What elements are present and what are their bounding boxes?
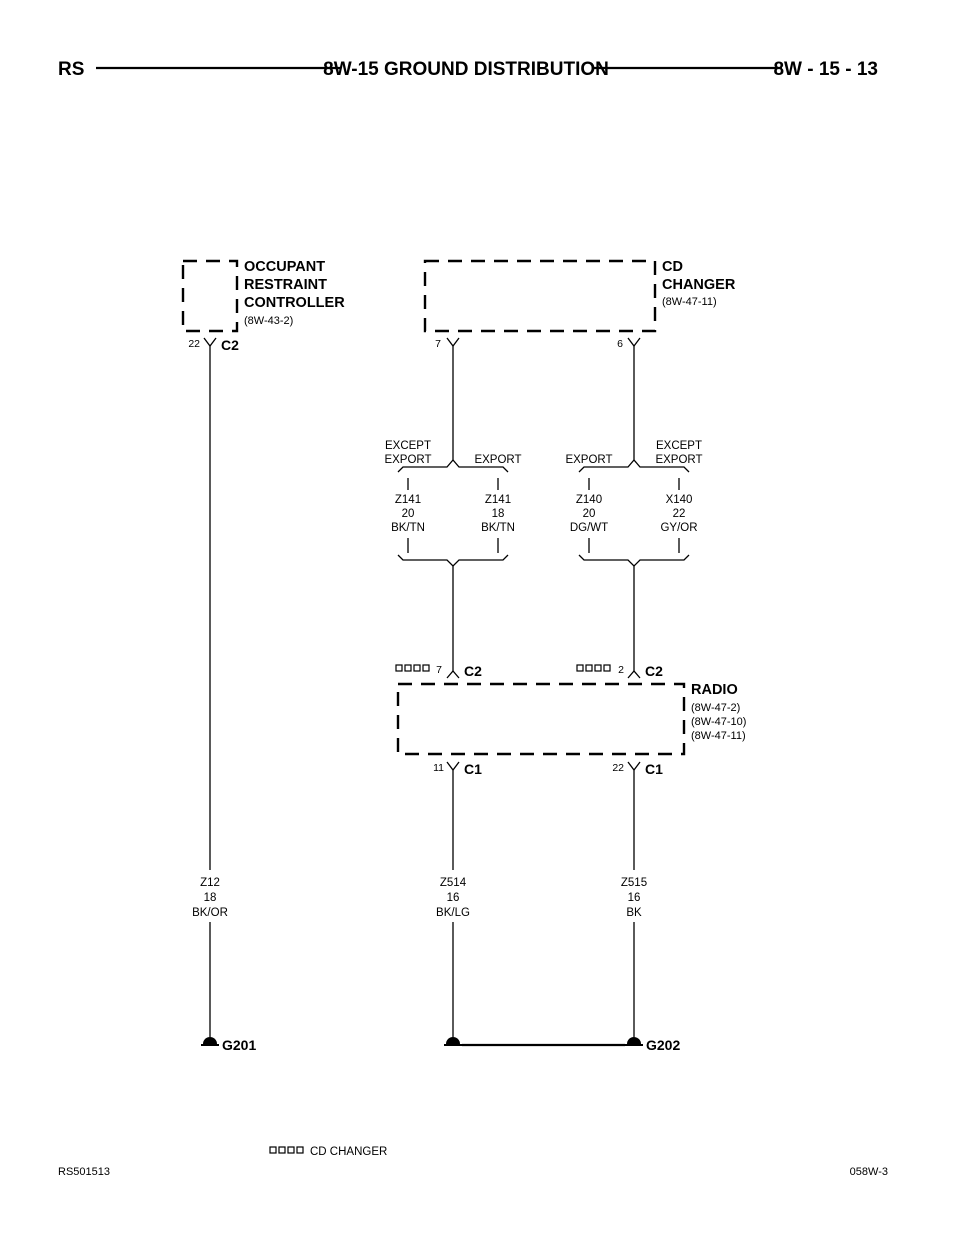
g202-ground-icon — [627, 1037, 641, 1044]
header-title: 8W-15 GROUND DISTRIBUTION — [323, 59, 609, 80]
wire-z514-gauge: 16 — [447, 892, 460, 904]
cd-changer-option-boxes-right — [576, 664, 611, 672]
wire-z12-color: BK/OR — [192, 907, 228, 919]
wire-z515-gauge: 16 — [628, 892, 641, 904]
radio-c1-left-label: C1 — [464, 761, 482, 777]
cd-changer-name-line1: CD — [662, 259, 683, 275]
right-except-label-line1: EXCEPT — [656, 440, 702, 452]
radio-c2-right-label: C2 — [645, 663, 663, 679]
radio-component-box — [396, 682, 686, 756]
radio-ref-3: (8W-47-11) — [691, 730, 746, 742]
wire-z141-20-color: BK/TN — [391, 522, 425, 534]
orc-name-line1: OCCUPANT — [244, 259, 325, 275]
left-except-label-line1: EXCEPT — [385, 440, 431, 452]
left-option-splice-top — [397, 459, 509, 473]
cd-changer-component-box — [423, 259, 657, 333]
orc-c2-label: C2 — [221, 337, 239, 353]
cd-pin-6: 6 — [617, 338, 623, 350]
right-except-label-line2: EXPORT — [655, 454, 702, 466]
left-export-label: EXPORT — [474, 454, 521, 466]
cd-changer-ref: (8W-47-11) — [662, 296, 717, 308]
cd-changer-name-line2: CHANGER — [662, 277, 736, 293]
cd-pin-7-connector-symbol — [446, 337, 460, 348]
radio-c1-left-connector-symbol — [446, 761, 460, 772]
wire-z12-circuit: Z12 — [200, 877, 220, 889]
radio-c2-right-pin: 2 — [618, 664, 624, 676]
wire-x140-gauge: 22 — [673, 508, 686, 520]
orc-name-line2: RESTRAINT — [244, 277, 327, 293]
legend-text: CD CHANGER — [310, 1146, 387, 1158]
radio-ref-1: (8W-47-2) — [691, 702, 740, 714]
legend-option-boxes — [269, 1146, 304, 1154]
orc-c2-connector-symbol — [203, 337, 217, 348]
right-export-label: EXPORT — [565, 454, 612, 466]
radio-c1-right-connector-symbol — [627, 761, 641, 772]
wire-z515-color: BK — [626, 907, 642, 919]
wire-z140-gauge: 20 — [583, 508, 596, 520]
radio-c2-left-pin: 7 — [436, 664, 442, 676]
header-left-code: RS — [58, 59, 84, 80]
g202-label: G202 — [646, 1037, 680, 1053]
radio-c1-right-pin: 22 — [612, 762, 624, 774]
cd-pin-7: 7 — [435, 338, 441, 350]
header-page-number: 8W - 15 - 13 — [773, 59, 878, 80]
radio-c1-right-label: C1 — [645, 761, 663, 777]
wire-x140-color: GY/OR — [660, 522, 697, 534]
cd-pin-6-connector-symbol — [627, 337, 641, 348]
orc-ref: (8W-43-2) — [244, 315, 293, 327]
wire-x140-circuit: X140 — [666, 494, 693, 506]
wire-z514-circuit: Z514 — [440, 877, 467, 889]
wire-z514-color: BK/LG — [436, 907, 470, 919]
wire-z12-gauge: 18 — [204, 892, 217, 904]
radio-ref-2: (8W-47-10) — [691, 716, 746, 728]
radio-c2-left-connector-symbol — [446, 670, 460, 679]
right-option-splice-bottom — [578, 554, 690, 567]
g202-left-ground-icon — [446, 1037, 460, 1044]
orc-component-box — [181, 259, 239, 333]
footer-left-code: RS501513 — [58, 1166, 110, 1178]
radio-c2-left-label: C2 — [464, 663, 482, 679]
wire-z141-18-circuit: Z141 — [485, 494, 511, 506]
left-option-splice-bottom — [397, 554, 509, 567]
wire-z141-18-gauge: 18 — [492, 508, 505, 520]
g201-label: G201 — [222, 1037, 256, 1053]
g201-ground-icon — [203, 1037, 217, 1044]
cd-changer-option-boxes-left — [395, 664, 430, 672]
orc-c2-pin: 22 — [188, 338, 200, 350]
wire-z515-circuit: Z515 — [621, 877, 647, 889]
wire-z141-20-gauge: 20 — [402, 508, 415, 520]
orc-name-line3: CONTROLLER — [244, 295, 345, 311]
right-option-splice-top — [578, 459, 690, 473]
left-except-label-line2: EXPORT — [384, 454, 431, 466]
radio-name: RADIO — [691, 682, 738, 698]
wire-z140-circuit: Z140 — [576, 494, 602, 506]
wire-z141-20-circuit: Z141 — [395, 494, 421, 506]
radio-c2-right-connector-symbol — [627, 670, 641, 679]
wire-z141-18-color: BK/TN — [481, 522, 515, 534]
footer-right-code: 058W-3 — [850, 1166, 888, 1178]
radio-c1-left-pin: 11 — [433, 762, 444, 774]
wire-z140-color: DG/WT — [570, 522, 608, 534]
